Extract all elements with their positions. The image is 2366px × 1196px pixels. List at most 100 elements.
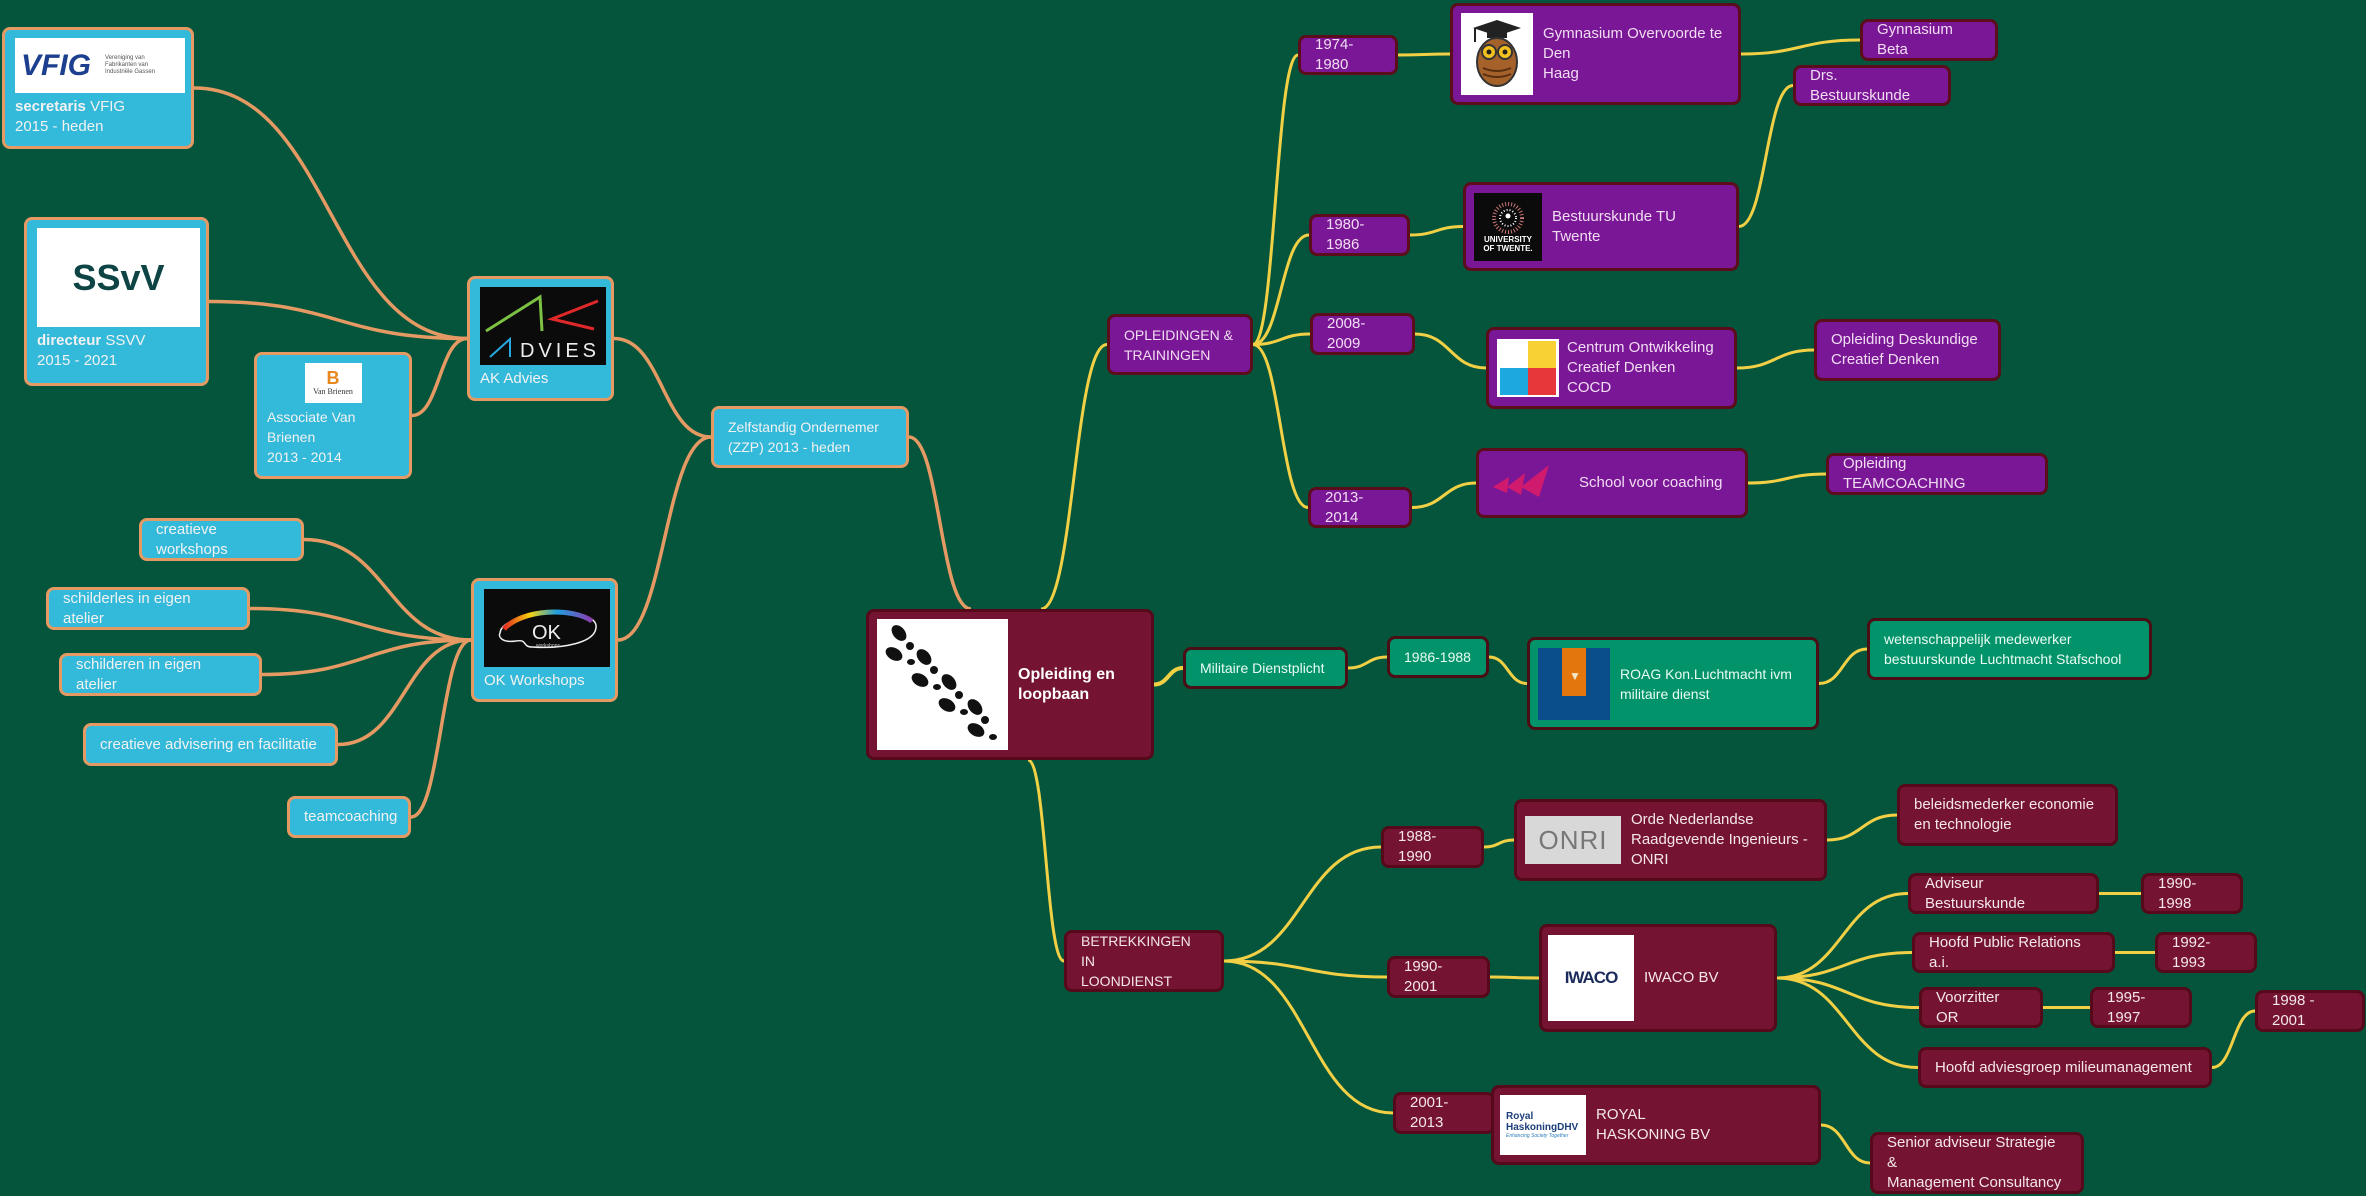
ok-workshops-label: OK Workshops (484, 672, 585, 689)
role-period: 1990-1998 (2158, 874, 2197, 912)
link-gymnasium-node (1397, 52, 1451, 57)
institution-label: Bestuurskunde TU Twente (1552, 207, 1676, 245)
link-ok-workshops-node (617, 435, 712, 642)
role-label: Adviseur Bestuurskunde (1925, 874, 2026, 912)
role-label: Hoofd Public Relations a.i. (1929, 933, 2081, 971)
iwaco-node[interactable]: IWACO IWACO BV (1539, 924, 1777, 1032)
vfig-node[interactable]: VFIG Vereniging van Fabrikanten van Indu… (2, 27, 194, 149)
result-gymnasium-beta[interactable]: Gynnasium Beta (1860, 19, 1998, 61)
roag-node[interactable]: ▼ ROAG Kon.Luchtmacht ivm militaire dien… (1527, 637, 1819, 730)
onri-node[interactable]: ONRI Orde Nederlandse Raadgevende Ingeni… (1514, 799, 1827, 881)
link-opleidingen-node (1040, 343, 1108, 611)
militair-label: Militaire Dienstplicht (1200, 660, 1325, 676)
link-iwaco-node (1489, 975, 1540, 980)
vfig-logo-text: VFIG (21, 48, 92, 82)
link-ok-child-creatieve-workshops (303, 537, 472, 642)
vfig-period: 2015 - heden (15, 118, 104, 135)
role-period-1990-1998[interactable]: 1990-1998 (2141, 873, 2243, 914)
vfig-role: secretaris (15, 98, 86, 115)
ok-logo-text: OK (532, 622, 562, 644)
link-zzp-node (908, 435, 972, 611)
militaire-dienstplicht-node[interactable]: Militaire Dienstplicht (1183, 647, 1348, 689)
result-label: Opleiding Deskundige Creatief Denken (1831, 331, 1978, 368)
gymnasium-node[interactable]: Gymnasium Overvoorde te Den Haag (1450, 3, 1741, 105)
vfig-logo-subtext: Vereniging van Fabrikanten van Industrië… (105, 55, 156, 75)
ok-child-schilderen[interactable]: schilderen in eigen atelier (59, 653, 262, 696)
link-period-1980-1986 (1252, 233, 1310, 346)
period-label: 1974-1980 (1315, 36, 1354, 73)
period-1980-1986[interactable]: 1980-1986 (1309, 214, 1410, 256)
ok-child-creatieve-advisering[interactable]: creatieve advisering en facilitatie (83, 723, 338, 766)
role-beleidsmedewerker[interactable]: beleidsmederker economie en technologie (1897, 784, 2118, 846)
link-result-wetenschappelijk-medewerker (1818, 647, 1868, 685)
period-1990-2001[interactable]: 1990-2001 (1387, 956, 1490, 998)
period-label: 2008- 2009 (1327, 315, 1366, 352)
tu-twente-node[interactable]: UNIVERSITY OF TWENTE. Bestuurskunde TU T… (1463, 182, 1739, 271)
ak-logo-text: DVIES (520, 340, 600, 362)
result-teamcoaching[interactable]: Opleiding TEAMCOACHING (1826, 453, 2048, 495)
ak-advies-node[interactable]: DVIES AK Advies (467, 276, 614, 401)
period-2008-2009[interactable]: 2008- 2009 (1310, 313, 1415, 355)
ssvv-node[interactable]: SSvV directeur SSVV 2015 - 2021 (24, 217, 209, 386)
owl-graduate-logo (1461, 13, 1533, 95)
zzp-node[interactable]: Zelfstandig Ondernemer (ZZP) 2013 - hede… (711, 406, 909, 468)
van-brienen-node[interactable]: B Van Brienen Associate Van Brienen 2013… (254, 352, 412, 479)
ak-advies-label: AK Advies (480, 370, 549, 387)
period-2013-2014[interactable]: 2013-2014 (1308, 487, 1412, 528)
school-voor-coaching-node[interactable]: School voor coaching (1476, 448, 1748, 518)
link-ssvv-node (208, 299, 468, 341)
result-label: Drs. Bestuurskunde (1810, 66, 1911, 104)
link-ok-child-schilderen (261, 638, 472, 677)
opleidingen-node[interactable]: OPLEIDINGEN & TRAININGEN (1107, 314, 1253, 375)
result-deskundige-creatief-denken[interactable]: Opleiding Deskundige Creatief Denken (1814, 319, 2001, 381)
ok-child-label: creatieve advisering en facilitatie (100, 735, 317, 753)
link-period-1990-2001 (1223, 959, 1388, 979)
result-label: Gynnasium Beta (1877, 21, 1953, 58)
result-drs-bestuurskunde[interactable]: Drs. Bestuurskunde (1793, 65, 1951, 106)
period-2001-2013[interactable]: 2001-2013 (1393, 1092, 1495, 1134)
link-period-1988-1990 (1223, 845, 1382, 963)
zzp-label: Zelfstandig Ondernemer (ZZP) 2013 - hede… (728, 419, 879, 455)
link-onri-node (1483, 838, 1515, 849)
role-senior-adviseur[interactable]: Senior adviseur Strategie & Management C… (1870, 1132, 2084, 1194)
link-role-senior-adviseur (1820, 1123, 1871, 1165)
ok-child-label: schilderles in eigen atelier (63, 589, 191, 627)
role-period-1992-1993[interactable]: 1992-1993 (2155, 932, 2257, 973)
link-role-voorzitter-or (1776, 976, 1920, 1009)
period-1986-1988[interactable]: 1986-1988 (1387, 636, 1489, 678)
role-period-1995-1997[interactable]: 1995-1997 (2090, 987, 2192, 1028)
role-period-1998-2001[interactable]: 1998 - 2001 (2255, 990, 2365, 1032)
role-hoofd-adviesgroep[interactable]: Hoofd adviesgroep milieumanagement (1918, 1047, 2212, 1088)
result-wetenschappelijk-medewerker[interactable]: wetenschappelijk medewerker bestuurskund… (1867, 618, 2152, 680)
ok-child-schilderles[interactable]: schilderles in eigen atelier (46, 587, 250, 630)
ok-child-teamcoaching[interactable]: teamcoaching (287, 796, 411, 838)
betrekkingen-node[interactable]: BETREKKINGEN IN LOONDIENST (1064, 930, 1224, 992)
ok-child-label: schilderen in eigen atelier (76, 655, 202, 693)
employer-label: ROYAL HASKONING BV (1596, 1106, 1711, 1143)
vfig-logo: VFIG Vereniging van Fabrikanten van Indu… (15, 38, 185, 93)
link-result-gymnasium-beta (1740, 38, 1861, 56)
link-militaire-dienstplicht-node (1153, 666, 1184, 687)
institution-label: School voor coaching (1579, 474, 1723, 491)
ok-workshops-node[interactable]: OK workshops OK Workshops (471, 578, 618, 702)
role-voorzitter-or[interactable]: Voorzitter OR (1919, 987, 2043, 1028)
role-hoofd-public-relations[interactable]: Hoofd Public Relations a.i. (1912, 932, 2115, 973)
role-adviseur-bestuurskunde[interactable]: Adviseur Bestuurskunde (1908, 873, 2099, 914)
period-1974-1980[interactable]: 1974-1980 (1298, 35, 1398, 75)
role-label: Voorzitter OR (1936, 988, 2000, 1026)
iwaco-logo-text: IWACO (1564, 968, 1619, 987)
link-period-1974-1980 (1252, 53, 1299, 346)
institution-label: Gymnasium Overvoorde te Den Haag (1543, 25, 1723, 82)
root-node[interactable]: Opleiding en loopbaan (866, 609, 1154, 760)
ok-child-creatieve-workshops[interactable]: creatieve workshops (139, 518, 304, 561)
royal-haskoning-node[interactable]: Royal HaskoningDHV Enhancing Society Tog… (1491, 1085, 1821, 1165)
period-1988-1990[interactable]: 1988-1990 (1381, 826, 1484, 868)
link-period-2008-2009 (1252, 332, 1311, 346)
role-period: 1998 - 2001 (2272, 992, 2315, 1029)
school-voor-coaching-logo (1489, 463, 1569, 503)
ssvv-period: 2015 - 2021 (37, 352, 118, 369)
opleidingen-label: OPLEIDINGEN & TRAININGEN (1124, 326, 1233, 363)
root-title: Opleiding en loopbaan (1018, 665, 1115, 703)
period-label: 1988-1990 (1398, 828, 1437, 865)
cocd-node[interactable]: Centrum Ontwikkeling Creatief Denken COC… (1486, 327, 1737, 409)
